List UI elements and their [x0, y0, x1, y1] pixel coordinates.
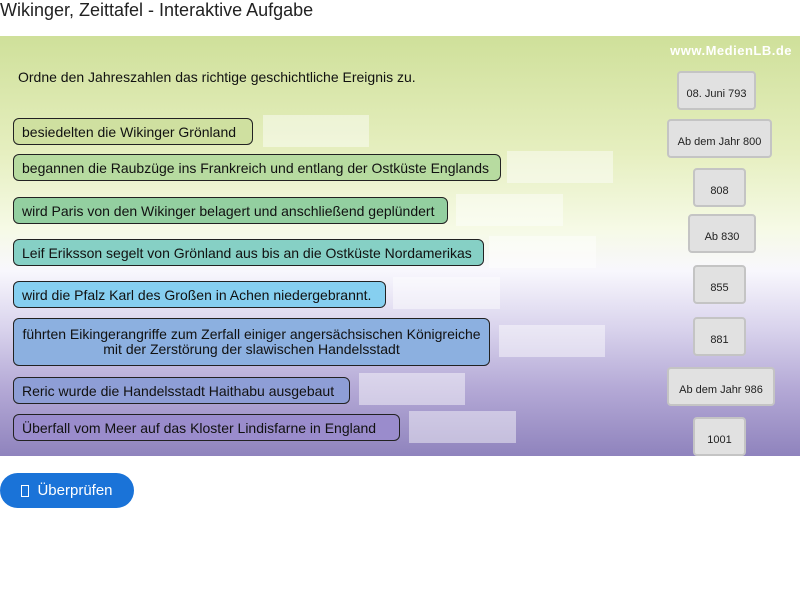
exercise-area: www.MedienLB.de Ordne den Jahreszahlen d… — [0, 36, 800, 456]
drop-zone-2[interactable] — [507, 151, 613, 183]
event-text-line-1: führten Eikingerangriffe zum Zerfall ein… — [22, 326, 481, 342]
drop-zone-6[interactable] — [499, 325, 605, 357]
year-tile-1[interactable]: 08. Juni 793 — [677, 71, 756, 110]
drop-zone-5[interactable] — [393, 277, 500, 309]
event-card-4[interactable]: Leif Eriksson segelt von Grönland aus bi… — [13, 239, 484, 266]
event-card-3[interactable]: wird Paris von den Wikinger belagert und… — [13, 197, 448, 224]
event-card-6[interactable]: führten Eikingerangriffe zum Zerfall ein… — [13, 318, 490, 366]
check-icon — [21, 484, 30, 497]
drop-zone-1[interactable] — [263, 115, 369, 147]
check-button[interactable]: Überprüfen — [0, 473, 134, 508]
instruction-text: Ordne den Jahreszahlen das richtige gesc… — [18, 69, 416, 85]
event-card-5[interactable]: wird die Pfalz Karl des Großen in Achen … — [13, 281, 386, 308]
event-text: Reric wurde die Handelsstadt Haithabu au… — [22, 382, 335, 399]
year-tile-4[interactable]: Ab 830 — [688, 214, 756, 253]
drop-zone-4[interactable] — [489, 236, 596, 268]
event-card-7[interactable]: Reric wurde die Handelsstadt Haithabu au… — [13, 377, 350, 404]
year-tile-7[interactable]: Ab dem Jahr 986 — [667, 367, 775, 406]
event-text: wird Paris von den Wikinger belagert und… — [22, 202, 435, 219]
event-text-line-2: mit der Zerstörung der slawischen Handel… — [103, 341, 400, 357]
medienlb-logo: www.MedienLB.de — [670, 43, 792, 58]
year-tile-8[interactable]: 1001 — [693, 417, 746, 456]
year-tile-6[interactable]: 881 — [693, 317, 746, 356]
event-text: wird die Pfalz Karl des Großen in Achen … — [22, 286, 372, 303]
drop-zone-8[interactable] — [409, 411, 516, 443]
check-button-label: Überprüfen — [37, 482, 113, 499]
event-text: begannen die Raubzüge ins Frankreich und… — [22, 159, 489, 176]
drop-zone-3[interactable] — [456, 194, 563, 226]
event-card-8[interactable]: Überfall vom Meer auf das Kloster Lindis… — [13, 414, 400, 441]
page-title: Wikinger, Zeittafel - Interaktive Aufgab… — [0, 0, 314, 20]
event-text: besiedelten die Wikinger Grönland — [22, 123, 237, 140]
event-text: Überfall vom Meer auf das Kloster Lindis… — [22, 419, 377, 436]
year-tile-2[interactable]: Ab dem Jahr 800 — [667, 119, 772, 158]
drop-zone-7[interactable] — [359, 373, 465, 405]
year-tile-5[interactable]: 855 — [693, 265, 746, 304]
event-card-1[interactable]: besiedelten die Wikinger Grönland — [13, 118, 253, 145]
event-text: Leif Eriksson segelt von Grönland aus bi… — [22, 244, 472, 261]
year-tile-3[interactable]: 808 — [693, 168, 746, 207]
event-card-2[interactable]: begannen die Raubzüge ins Frankreich und… — [13, 154, 501, 181]
